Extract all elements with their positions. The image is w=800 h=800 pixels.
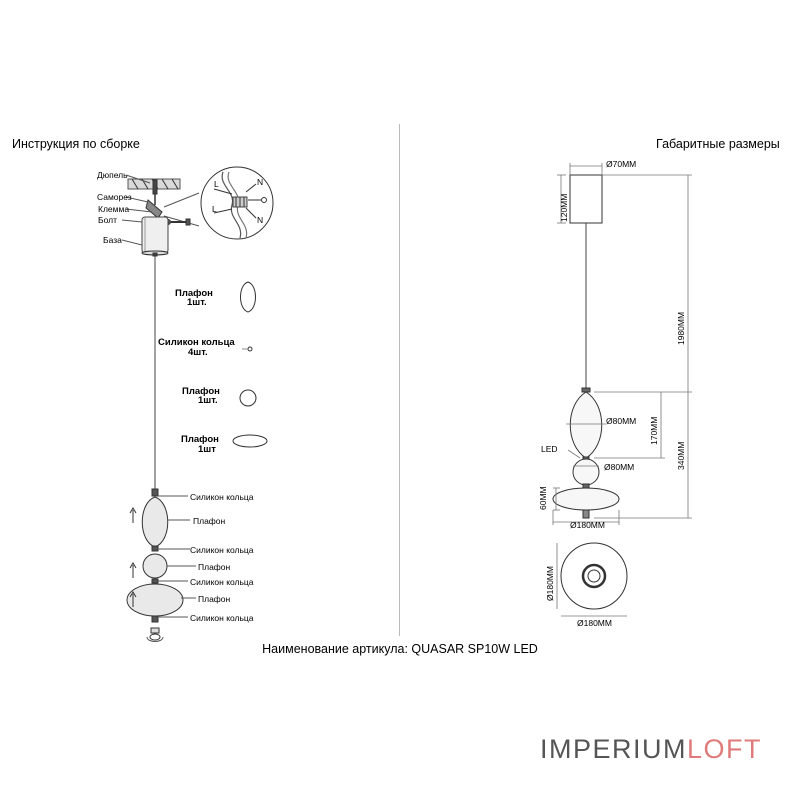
stack-label-6: Плафон	[198, 594, 231, 604]
dimension-labels: Ø70MM 120MM 1980MM Ø80MM 170MM 340MM LED…	[538, 159, 686, 628]
label-base: База	[103, 235, 122, 245]
dim-canopy-height: 120MM	[559, 194, 569, 222]
assembly-labels: Дюпель Саморез Клемма Болт База L N L N …	[97, 170, 263, 623]
label-screw: Саморез	[97, 192, 132, 202]
label-bolt: Болт	[98, 215, 117, 225]
part1-qty: 1шт.	[187, 297, 207, 308]
part-silicone-rings	[247, 346, 253, 352]
part-shade-ball	[239, 389, 257, 407]
part4-name: Плафон	[181, 434, 219, 445]
panel-divider	[399, 124, 400, 636]
dim-lamp-body	[552, 387, 620, 519]
dim-disc-diameter: Ø180MM	[570, 520, 605, 530]
dim-canopy-lines	[557, 163, 603, 224]
dim-shade1-height: 170MM	[649, 417, 659, 445]
stack-label-3: Силикон кольца	[190, 545, 254, 555]
stack-label-5: Силикон кольца	[190, 577, 254, 587]
stack-label-7: Силикон кольца	[190, 613, 254, 623]
assembly-diagram	[121, 166, 274, 642]
part3-name: Плафон	[182, 386, 220, 397]
assembly-leaders	[121, 174, 196, 618]
part-shade-disc	[232, 434, 268, 448]
dim-shade2-diameter: Ø80MM	[604, 462, 634, 472]
dim-bottom-view	[556, 542, 628, 617]
part2-qty: 4шт.	[188, 347, 208, 358]
wire-n-bottom: N	[257, 215, 263, 225]
logo-part1: IMPERIUM	[540, 734, 687, 764]
dim-height-lines	[552, 174, 692, 525]
brand-logo: IMPERIUMLOFT	[540, 734, 762, 765]
stack-label-4: Плафон	[198, 562, 231, 572]
wire-l-bottom: L	[212, 204, 217, 214]
wire-l-top: L	[214, 179, 219, 189]
label-dowel: Дюпель	[97, 170, 128, 180]
base-canopy	[141, 216, 169, 257]
wiring-detail-circle	[200, 166, 274, 240]
article-name: Наименование артикула: QUASAR SP10W LED	[262, 642, 538, 656]
part2-name: Силикон кольца	[158, 337, 235, 348]
dim-bottom-side-diameter: Ø180MM	[545, 566, 555, 601]
assembly-heading: Инструкция по сборке	[12, 137, 140, 151]
up-arrows	[129, 507, 137, 607]
part1-name: Плафон	[175, 288, 213, 299]
dimensions-heading: Габаритные размеры	[656, 137, 780, 151]
dim-bottom-diameter: Ø180MM	[577, 618, 612, 628]
dim-body-height: 340MM	[676, 442, 686, 470]
label-clamp: Клемма	[98, 204, 129, 214]
stack-label-2: Плафон	[193, 516, 226, 526]
part3-qty: 1шт.	[198, 395, 218, 406]
stack-label-1: Силикон кольца	[190, 492, 254, 502]
dim-disc-height: 60MM	[538, 486, 548, 510]
dim-canopy	[569, 174, 603, 224]
logo-part2: LOFT	[687, 734, 763, 764]
dimensions-diagram	[552, 163, 692, 617]
wire-n-top: N	[257, 177, 263, 187]
dim-canopy-diameter: Ø70MM	[606, 159, 636, 169]
stacked-lamp	[126, 488, 184, 642]
part4-qty: 1шт	[198, 444, 216, 455]
dim-shade1-diameter: Ø80MM	[606, 416, 636, 426]
dim-total-height: 1980MM	[676, 312, 686, 345]
dim-led-label: LED	[541, 444, 558, 454]
part-shade-oval	[240, 281, 256, 313]
